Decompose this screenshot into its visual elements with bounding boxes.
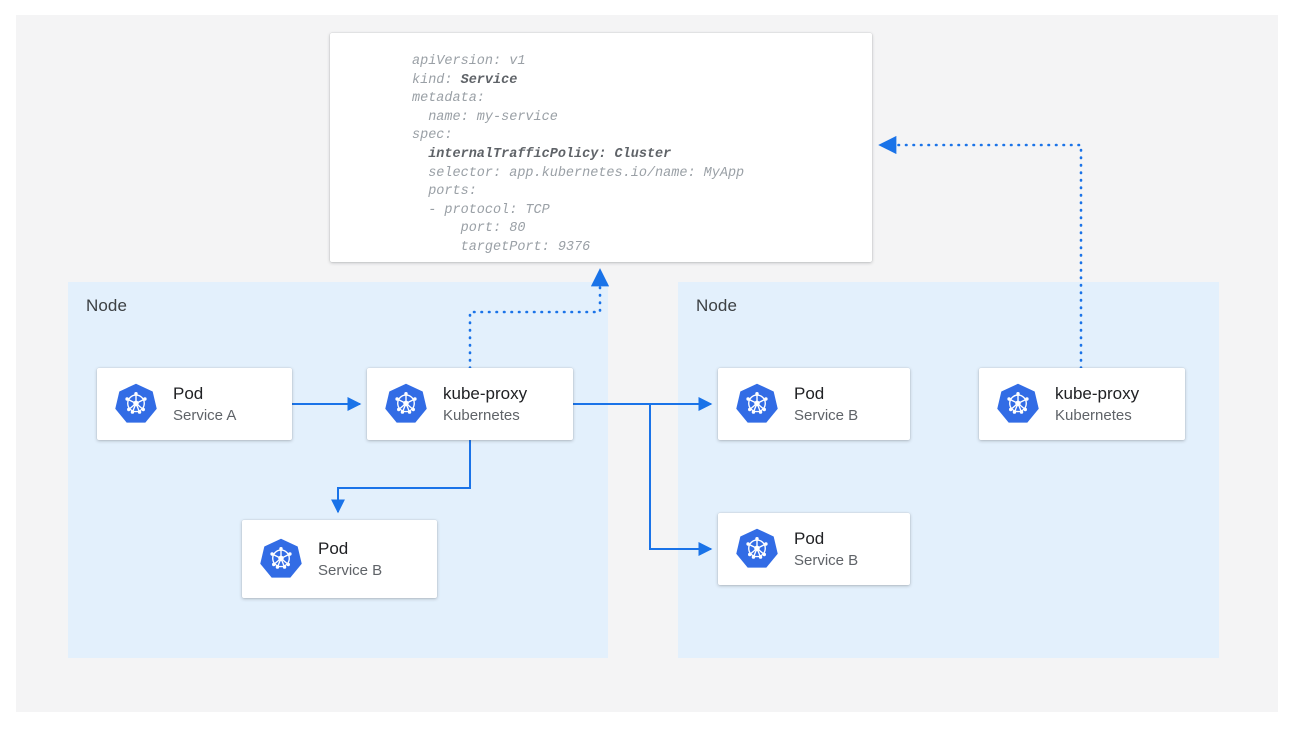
card-pod-service-b-local[interactable]: Pod Service B bbox=[242, 520, 437, 598]
card-pod-service-b-remote-1[interactable]: Pod Service B bbox=[718, 368, 910, 440]
yaml-line-kind: kind: Service bbox=[412, 72, 518, 88]
yaml-line-name: name: my-service bbox=[412, 109, 558, 125]
node-label-left: Node bbox=[86, 296, 128, 315]
card-title: Pod bbox=[318, 538, 349, 558]
node-box-right bbox=[678, 282, 1219, 658]
kubernetes-logo-icon bbox=[385, 383, 427, 423]
card-subtitle: Service B bbox=[318, 561, 383, 579]
card-subtitle: Service A bbox=[173, 406, 237, 424]
yaml-line-targetport: targetPort: 9376 bbox=[412, 239, 591, 255]
node-box-left bbox=[68, 282, 608, 658]
kubernetes-logo-icon bbox=[115, 383, 157, 423]
card-title: Pod bbox=[173, 383, 204, 403]
card-subtitle: Service B bbox=[794, 551, 859, 569]
yaml-line-ports: ports: bbox=[412, 184, 477, 200]
service-manifest-code: apiVersion: v1 kind: Service metadata: n… bbox=[412, 53, 744, 258]
card-pod-service-b-remote-2[interactable]: Pod Service B bbox=[718, 513, 910, 585]
yaml-line-port: port: 80 bbox=[412, 221, 526, 237]
card-kube-proxy-left[interactable]: kube-proxy Kubernetes bbox=[367, 368, 573, 440]
service-manifest-panel: apiVersion: v1 kind: Service metadata: n… bbox=[330, 33, 872, 262]
card-title: Pod bbox=[794, 383, 825, 403]
card-pod-service-a[interactable]: Pod Service A bbox=[97, 368, 292, 440]
yaml-line-selector: selector: app.kubernetes.io/name: MyApp bbox=[412, 165, 745, 181]
kubernetes-logo-icon bbox=[736, 528, 778, 568]
yaml-line-metadata: metadata: bbox=[412, 91, 485, 107]
yaml-line-protocol: - protocol: TCP bbox=[412, 202, 550, 218]
kubernetes-logo-icon bbox=[260, 538, 302, 578]
card-subtitle: Service B bbox=[794, 406, 859, 424]
yaml-line-internaltrafficpolicy: internalTrafficPolicy: Cluster bbox=[428, 146, 672, 162]
card-title: kube-proxy bbox=[443, 383, 528, 403]
card-kube-proxy-right[interactable]: kube-proxy Kubernetes bbox=[979, 368, 1185, 440]
yaml-line-spec: spec: bbox=[412, 128, 453, 144]
yaml-line-apiversion: apiVersion: v1 bbox=[412, 54, 526, 69]
card-title: Pod bbox=[794, 528, 825, 548]
card-subtitle: Kubernetes bbox=[1055, 406, 1132, 424]
card-title: kube-proxy bbox=[1055, 383, 1140, 403]
node-label-right: Node bbox=[696, 296, 738, 315]
kubernetes-logo-icon bbox=[736, 383, 778, 423]
card-subtitle: Kubernetes bbox=[443, 406, 520, 424]
kubernetes-logo-icon bbox=[997, 383, 1039, 423]
